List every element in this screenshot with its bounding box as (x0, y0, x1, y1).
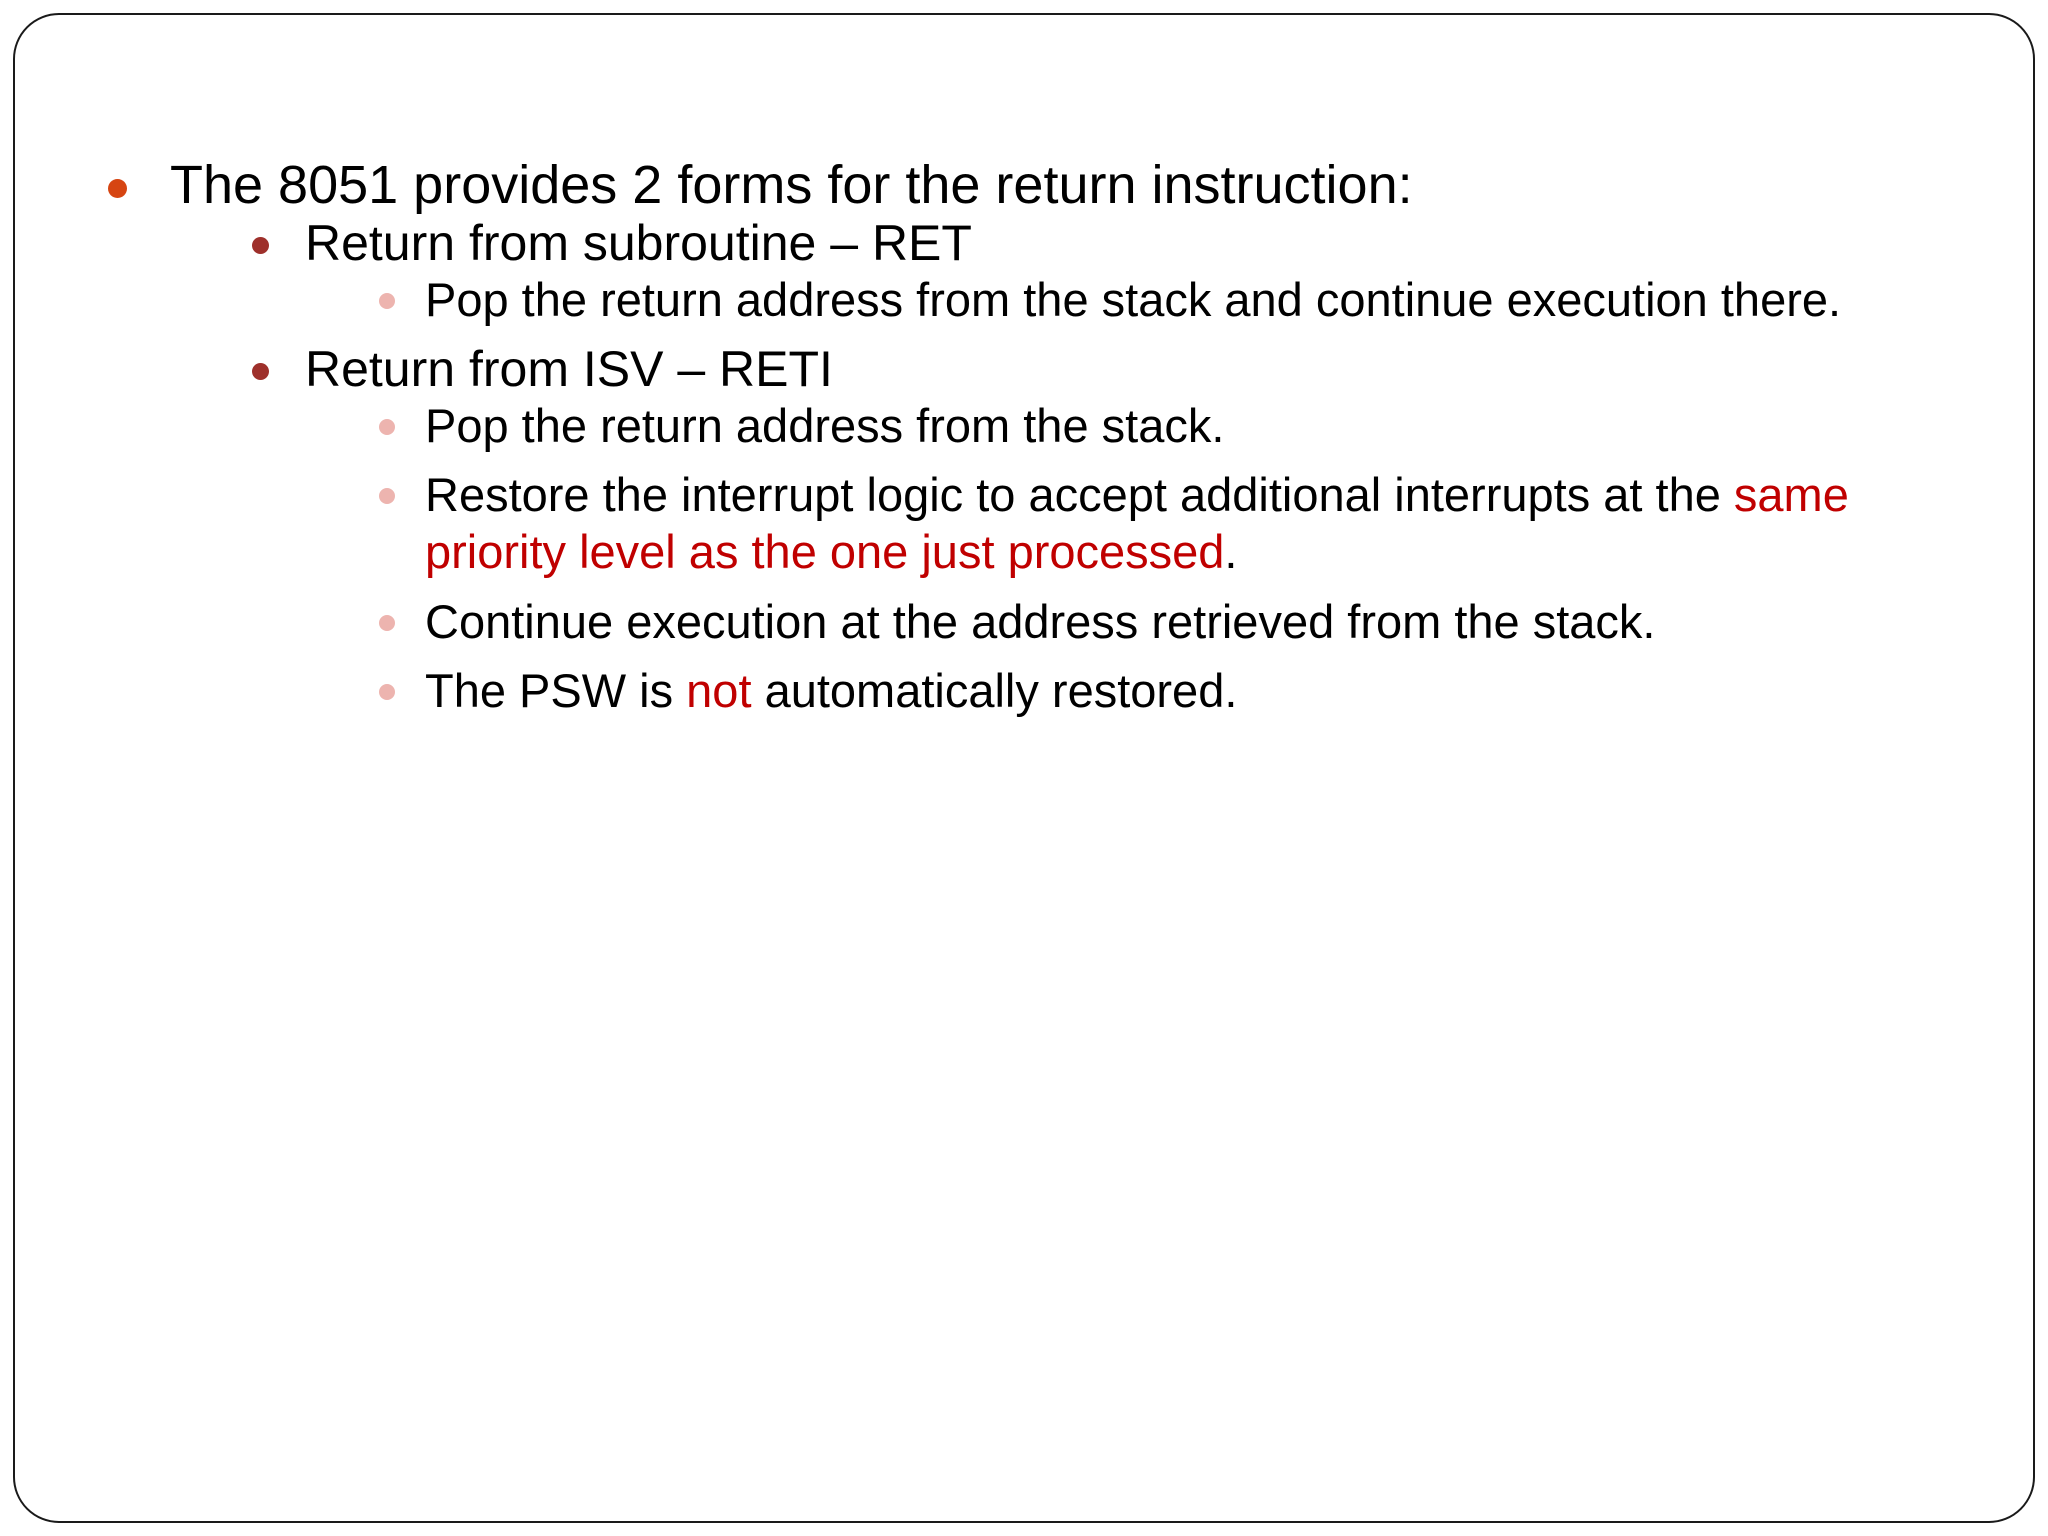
bullet-text-not-highlight: not (686, 664, 752, 718)
bullet-text-restore-interrupt-logic-prefix: Restore the interrupt logic to accept ad… (425, 468, 1734, 522)
bullet-text-psw-suffix: automatically restored. (751, 664, 1238, 718)
bullet-text-return-forms: The 8051 provides 2 forms for the return… (170, 155, 1413, 215)
bullet-item-psw-not-restored: The PSW is not automatically restored. (357, 662, 1875, 719)
bullet-list-level-3-ret: Pop the return address from the stack an… (305, 271, 1958, 328)
bullet-item-pop-return-address-continue: Pop the return address from the stack an… (357, 271, 1875, 328)
bullet-text-pop-return-address: Pop the return address from the stack. (425, 398, 1225, 452)
bullet-list-level-2: Return from subroutine – RET Pop the ret… (170, 215, 1958, 719)
bullet-item-continue-execution: Continue execution at the address retrie… (357, 593, 1875, 650)
bullet-marker-level3-icon (379, 488, 395, 505)
bullet-marker-level2-icon (252, 362, 269, 380)
bullet-text-psw-prefix: The PSW is (425, 664, 687, 718)
bullet-item-return-from-isv: Return from ISV – RETI Pop the return ad… (230, 341, 1958, 720)
bullet-item-pop-return-address: Pop the return address from the stack. (357, 397, 1875, 454)
bullet-text-return-from-isv: Return from ISV – RETI (305, 340, 833, 397)
bullet-item-return-forms: The 8051 provides 2 forms for the return… (90, 155, 1958, 719)
bullet-text-return-from-subroutine: Return from subroutine – RET (305, 215, 972, 272)
bullet-list-level-3-reti: Pop the return address from the stack. R… (305, 397, 1958, 720)
bullet-marker-level3-icon (379, 418, 395, 435)
bullet-marker-level1-icon (108, 179, 127, 198)
bullet-marker-level3-icon (379, 614, 395, 631)
bullet-text-pop-return-address-continue: Pop the return address from the stack an… (425, 273, 1842, 327)
bullet-text-restore-interrupt-logic-suffix: . (1224, 525, 1238, 579)
bullet-item-restore-interrupt-logic: Restore the interrupt logic to accept ad… (357, 466, 1875, 581)
bullet-text-continue-execution: Continue execution at the address retrie… (425, 594, 1656, 648)
bullet-marker-level3-icon (379, 293, 395, 310)
bullet-marker-level2-icon (252, 237, 269, 255)
bullet-item-return-from-subroutine: Return from subroutine – RET Pop the ret… (230, 215, 1958, 328)
bullet-list-level-1: The 8051 provides 2 forms for the return… (90, 155, 1958, 719)
slide-body-content: The 8051 provides 2 forms for the return… (0, 0, 2048, 731)
bullet-marker-level3-icon (379, 684, 395, 701)
bullet-text-same-priority-level-highlight: same priority level as the one just proc… (425, 468, 1849, 579)
